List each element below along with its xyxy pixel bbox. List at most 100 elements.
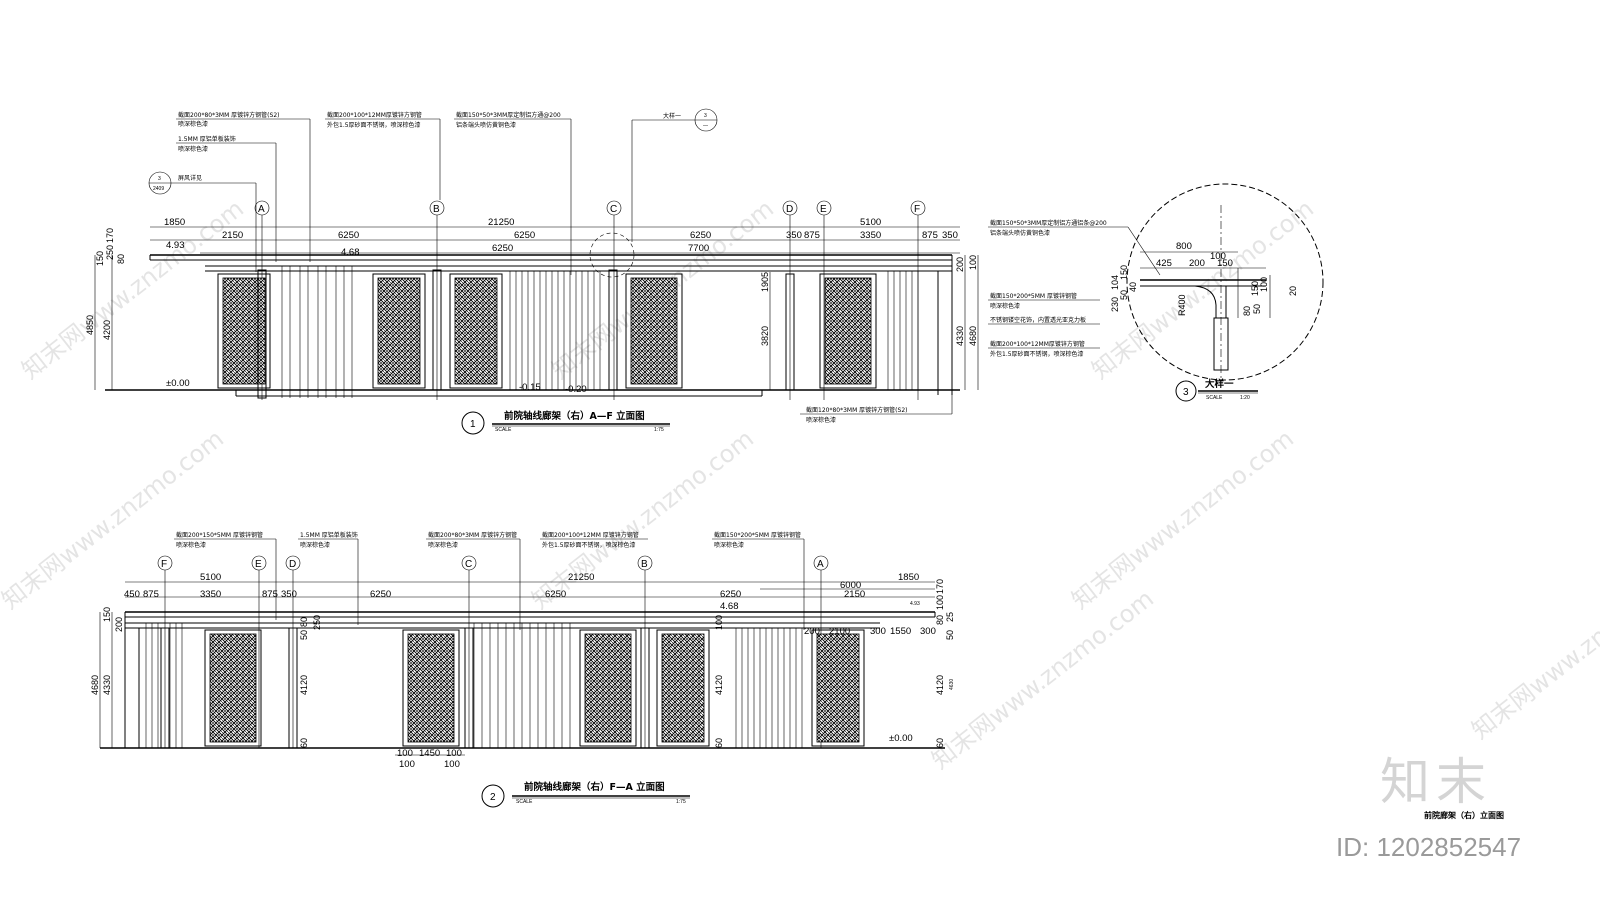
elevation-2: 截面200*150*5MM 厚镀锌钢管 喷深棕色漆 1.5MM 厚铝单板装饰 喷… <box>90 531 955 808</box>
e2-callout-3b: 喷深棕色漆 <box>428 541 458 549</box>
detail-number-text: 3 <box>1183 387 1189 398</box>
e2-callout-2: 1.5MM 厚铝单板装饰 <box>300 531 358 539</box>
screen-ref-num: 3 <box>158 176 161 182</box>
dim2-4120-b: 4120 <box>714 675 724 695</box>
screen-ref-sheet: 2409 <box>153 186 164 192</box>
watermark-4: 知末网www.znzmo.com <box>0 424 229 614</box>
dim2-250: 250 <box>312 615 322 630</box>
dim2-4630: 4630 <box>949 679 955 690</box>
dim2-b100-c: 100 <box>399 759 415 770</box>
watermark-1: 知末网www.znzmo.com <box>16 194 249 384</box>
screen-panel <box>656 629 710 747</box>
detail-callout-4: 截面200*100*12MM厚镀锌方钢管 <box>990 340 1085 348</box>
dim-2150: 2150 <box>222 230 243 241</box>
dim2-5100: 5100 <box>200 572 221 583</box>
dim2-6250-c: 6250 <box>720 589 741 600</box>
e2-callout-4b: 外包1.5厚砂面不锈钢，喷深棕色漆 <box>542 541 636 549</box>
detail-dim-80: 80 <box>1242 306 1252 316</box>
grid-a: A <box>258 204 265 215</box>
dim-875-b: 875 <box>922 230 938 241</box>
level-493: 4.93 <box>166 240 185 251</box>
level-000: ±0.00 <box>166 378 190 389</box>
dim2-60-b: 60 <box>714 738 724 748</box>
drawing-title-2: 前院轴线廊架（右）F—A 立面图 <box>524 781 665 793</box>
dim2-50: 50 <box>299 630 309 640</box>
dim2-80: 80 <box>299 617 309 627</box>
grid2-a: A <box>817 559 824 570</box>
callout-3b: 外包1.5厚砂面不锈钢，喷深棕色漆 <box>327 121 421 129</box>
dim2-2100: 2100 <box>829 626 850 637</box>
dim-3350: 3350 <box>860 230 881 241</box>
dim2-6000: 6000 <box>840 580 861 591</box>
dim2-450: 450 <box>124 589 140 600</box>
screen-panel <box>819 273 877 389</box>
dim-4200: 4200 <box>102 320 112 340</box>
dim-4850: 4850 <box>85 315 95 335</box>
drawing-title-1: 前院轴线廊架（右）A—F 立面图 <box>504 410 645 422</box>
dim-100-r: 100 <box>968 255 978 270</box>
watermark-6: 知末网www.znzmo.com <box>1066 424 1299 614</box>
battens-1 <box>281 266 919 398</box>
detail-dim-230: 230 <box>1110 297 1120 312</box>
dim2-200: 200 <box>114 617 124 632</box>
screen-panel <box>402 629 460 747</box>
grid2-e: E <box>255 559 262 570</box>
dim-21250: 21250 <box>488 217 514 228</box>
dim-80-l: 80 <box>116 254 126 264</box>
grid-b: B <box>433 204 440 215</box>
grid2-f: F <box>161 559 167 570</box>
dim-6250-c: 6250 <box>690 230 711 241</box>
dim2-875-a: 875 <box>143 589 159 600</box>
dim-875-a: 875 <box>804 230 820 241</box>
detail-dim-425: 425 <box>1156 258 1172 269</box>
grid-c: C <box>610 204 617 215</box>
dims-left-1: 4850 4200 150 250 170 80 <box>85 228 126 390</box>
dim-3820: 3820 <box>760 326 770 346</box>
battens-2 <box>145 623 803 748</box>
detail-dim-150-b: 150 <box>1250 281 1260 296</box>
grid-d: D <box>786 204 793 215</box>
callout-1: 截面200*80*3MM 厚镀锌方钢管(S2) <box>178 111 279 119</box>
callout-6: 屏风详见 <box>178 174 202 182</box>
screen-panel <box>579 629 637 747</box>
dim-200-r: 200 <box>955 257 965 272</box>
dim-150-l: 150 <box>95 251 105 266</box>
detail-callout-2b: 喷深棕色漆 <box>990 302 1020 310</box>
detail-dim-40: 40 <box>1128 282 1138 292</box>
dim-6250-d: 6250 <box>492 243 513 254</box>
detail-ref-num: 3 <box>704 113 707 119</box>
detail-callout-1: 截面150*50*3MM厚定制铝方通铝条@200 <box>990 219 1107 227</box>
callout-3: 截面200*100*12MM厚镀锌方钢管 <box>327 111 422 119</box>
level-015: -0.15 <box>519 382 541 393</box>
dim2-4120-c: 4120 <box>935 675 945 695</box>
callout-5: 大样一 <box>663 112 681 120</box>
dim-5100: 5100 <box>860 217 881 228</box>
brand-logo: 知末 <box>1380 753 1492 811</box>
detail-dim-104: 104 <box>1110 275 1120 290</box>
dim2-b100-b: 100 <box>446 748 462 759</box>
watermark-7: 知末网www.znzmo.com <box>926 584 1159 774</box>
id-label: ID: 1202852547 <box>1336 832 1522 862</box>
level2-000: ±0.00 <box>889 733 913 744</box>
detail-scale-word: SCALE <box>1206 395 1223 401</box>
screen-panel <box>625 273 683 389</box>
dims-mid-1: 1905 3820 <box>760 272 771 390</box>
watermark-5: 知末网www.znzmo.com <box>526 424 759 614</box>
detail-callout-3: 不锈钢镂空花饰，内置透光亚克力板 <box>990 316 1086 324</box>
dim2-100-inner: 100 <box>714 615 724 630</box>
screen-panel <box>811 629 865 747</box>
detail-callout-2: 截面150*200*5MM 厚镀锌钢管 <box>990 292 1077 300</box>
drawing-number-2-text: 2 <box>490 792 496 803</box>
e2-callout-1: 截面200*150*5MM 厚镀锌钢管 <box>176 531 263 539</box>
dim-6250-a: 6250 <box>338 230 359 241</box>
e2-callout-1b: 喷深棕色漆 <box>176 541 206 549</box>
detail-cloud <box>589 232 635 278</box>
dim2-3350: 3350 <box>200 589 221 600</box>
grid-markers-2: F E D C B A <box>157 555 829 748</box>
screen-panel <box>204 629 262 747</box>
dim2-4120-a: 4120 <box>299 675 309 695</box>
e2-callout-3: 截面200*80*3MM 厚镀锌方钢管 <box>428 531 517 539</box>
detail-number <box>1175 380 1197 402</box>
dim-1905: 1905 <box>760 272 770 292</box>
